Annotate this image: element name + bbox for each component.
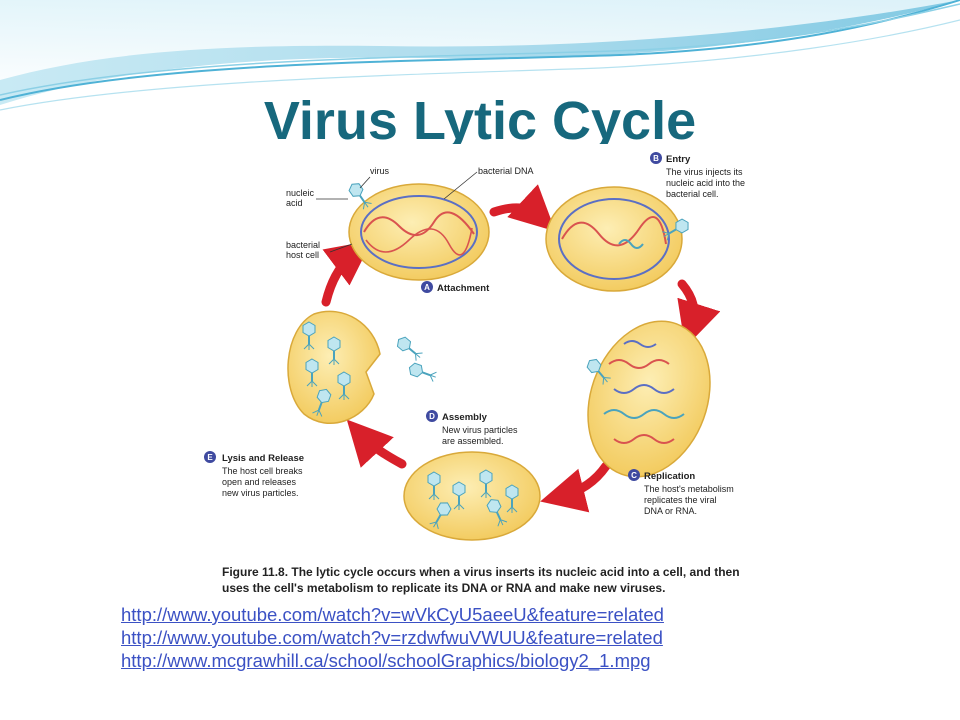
cell-assembly — [403, 451, 541, 541]
figure-caption: Figure 11.8. The lytic cycle occurs when… — [222, 564, 752, 596]
stage-c-name: Replication — [644, 471, 695, 482]
resource-links: http://www.youtube.com/watch?v=wVkCyU5ae… — [121, 603, 664, 672]
stage-b: B Entry The virus injects its nucleic ac… — [650, 152, 745, 199]
stage-e: E Lysis and Release The host cell breaks… — [204, 451, 304, 498]
badge-e — [204, 451, 216, 463]
stage-d-name: Assembly — [442, 412, 488, 423]
link-youtube-2[interactable]: http://www.youtube.com/watch?v=rzdwfwuVW… — [121, 627, 663, 648]
stage-c-desc-2: replicates the viral — [644, 495, 717, 505]
label-nucleic-acid-line2: acid — [286, 198, 303, 208]
stage-e-desc-3: new virus particles. — [222, 488, 299, 498]
lytic-cycle-figure: virus nucleic acid bacterial DNA bacteri… — [194, 144, 766, 600]
figure-number: Figure 11.8. — [222, 565, 289, 579]
stage-b-desc-3: bacterial cell. — [666, 189, 719, 199]
label-virus: virus — [370, 166, 390, 176]
stage-c-desc-3: DNA or RNA. — [644, 506, 697, 516]
stage-c-desc-1: The host's metabolism — [644, 484, 734, 494]
cell-lysis — [287, 310, 439, 424]
label-nucleic-acid-line1: nucleic — [286, 188, 315, 198]
stage-a: A Attachment — [421, 281, 490, 294]
stage-e-name: Lysis and Release — [222, 453, 304, 464]
badge-e-letter: E — [207, 453, 213, 462]
badge-b-letter: B — [653, 154, 659, 163]
badge-c-letter: C — [631, 471, 637, 480]
badge-a — [421, 281, 433, 293]
badge-c — [628, 469, 640, 481]
badge-d — [426, 410, 438, 422]
stage-d-desc-1: New virus particles — [442, 425, 518, 435]
stage-c: C Replication The host's metabolism repl… — [628, 469, 734, 516]
stage-d: D Assembly New virus particles are assem… — [426, 410, 518, 446]
lytic-cycle-diagram: virus nucleic acid bacterial DNA bacteri… — [204, 152, 745, 541]
stage-e-desc-2: open and releases — [222, 477, 297, 487]
cycle-arrows — [321, 184, 721, 513]
badge-b — [650, 152, 662, 164]
stage-b-desc-2: nucleic acid into the — [666, 178, 745, 188]
link-youtube-1[interactable]: http://www.youtube.com/watch?v=wVkCyU5ae… — [121, 604, 664, 625]
stage-a-name: Attachment — [437, 283, 490, 294]
stage-b-desc-1: The virus injects its — [666, 167, 743, 177]
slide-title: Virus Lytic Cycle — [263, 91, 697, 144]
label-host-cell-line2: host cell — [286, 250, 319, 260]
cell-entry — [545, 186, 693, 292]
label-bacterial-dna: bacterial DNA — [478, 166, 534, 176]
figure-caption-text: The lytic cycle occurs when a virus inse… — [222, 565, 740, 595]
cell-attachment — [346, 179, 490, 281]
stage-d-desc-2: are assembled. — [442, 436, 504, 446]
badge-d-letter: D — [429, 412, 435, 421]
header-swoosh-decoration — [0, 0, 960, 111]
stage-e-desc-1: The host cell breaks — [222, 466, 303, 476]
link-mcgrawhill-video[interactable]: http://www.mcgrawhill.ca/school/schoolGr… — [121, 650, 651, 671]
stage-b-name: Entry — [666, 154, 691, 165]
badge-a-letter: A — [424, 283, 430, 292]
label-host-cell-line1: bacterial — [286, 240, 320, 250]
cell-replication — [583, 320, 711, 478]
